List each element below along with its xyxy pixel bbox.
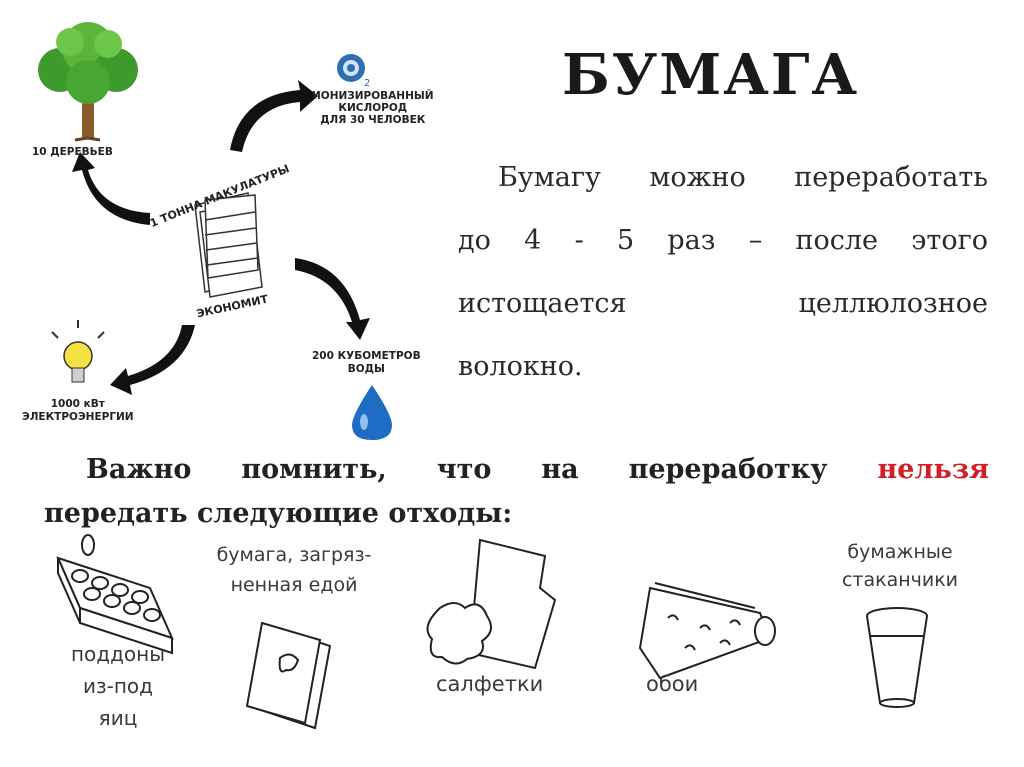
notice-line-2: передать следующие отходы: [44, 498, 513, 529]
dirty-paper-caption-line: ненная едой [230, 574, 358, 596]
oxygen-label-line: КИСЛОРОД [338, 102, 408, 114]
egg-trays-caption: поддоны из-под яиц [62, 638, 174, 734]
paragraph-line: истощается целлюлозное [458, 288, 988, 319]
energy-label-line: ЭЛЕКТРОЭНЕРГИИ [22, 411, 134, 423]
oxygen-label-line: ИОНИЗИРОВАННЫЙ [312, 90, 434, 102]
cycle-arrows [72, 80, 370, 395]
energy-label: 1000 кВт ЭЛЕКТРОЭНЕРГИИ [22, 398, 134, 424]
dirty-paper-caption: бумага, загряз- ненная едой [204, 540, 384, 600]
paragraph-line: волокно. [458, 351, 583, 382]
cups-caption-line: стаканчики [841, 569, 959, 591]
page-title: БУМАГА [562, 42, 860, 108]
napkins-caption: салфетки [436, 672, 544, 696]
napkins-icon [426, 538, 557, 670]
wallpaper-icon [638, 582, 776, 680]
main-paragraph: Бумагу можно переработать до 4 - 5 раз –… [458, 146, 988, 398]
water-label: 200 КУБОМЕТРОВ ВОДЫ [312, 350, 421, 376]
arrow-to-trees-icon [72, 152, 150, 225]
lightbulb-icon [51, 320, 105, 383]
notice-line-1: Важно помнить, что на переработку нельзя [44, 448, 989, 492]
dirty-paper-caption-line: бумага, загряз- [216, 544, 372, 566]
water-label-line: 200 КУБОМЕТРОВ [312, 350, 421, 362]
tree-icon [38, 22, 138, 142]
notice-prefix: Важно помнить, что на переработку [86, 454, 828, 485]
trees-label: 10 ДЕРЕВЬЕВ [32, 146, 113, 158]
energy-label-line: 1000 кВт [50, 398, 105, 410]
egg-trays-caption-line: из-под яиц [83, 674, 153, 730]
arrow-to-energy-icon [110, 325, 195, 395]
paragraph-line: Бумагу можно переработать [498, 162, 988, 193]
recycling-diagram: 2 [38, 22, 392, 440]
oxygen-label: ИОНИЗИРОВАННЫЙ КИСЛОРОД ДЛЯ 30 ЧЕЛОВЕК [312, 90, 434, 126]
paper-stack-icon [194, 192, 263, 298]
notice-highlight: нельзя [877, 454, 990, 485]
egg-trays-caption-line: поддоны [70, 642, 166, 666]
svg-text:2: 2 [364, 78, 370, 89]
oxygen-icon: 2 [337, 54, 370, 89]
waste-illustrations [56, 534, 928, 730]
paper-cup-icon [866, 607, 928, 708]
dirty-paper-icon [245, 621, 332, 730]
cups-caption-line: бумажные [847, 541, 953, 563]
arrow-to-oxygen-icon [230, 80, 318, 152]
wallpaper-caption: обои [646, 672, 699, 696]
arrow-to-water-icon [295, 258, 370, 340]
water-drop-icon [352, 385, 392, 440]
oxygen-label-line: ДЛЯ 30 ЧЕЛОВЕК [320, 114, 426, 126]
paragraph-line: до 4 - 5 раз – после этого [458, 225, 988, 256]
notice-text: Важно помнить, что на переработку нельзя… [44, 448, 989, 536]
water-label-line: ВОДЫ [347, 363, 385, 375]
cups-caption: бумажные стаканчики [830, 538, 970, 594]
egg-tray-icon [56, 534, 174, 655]
